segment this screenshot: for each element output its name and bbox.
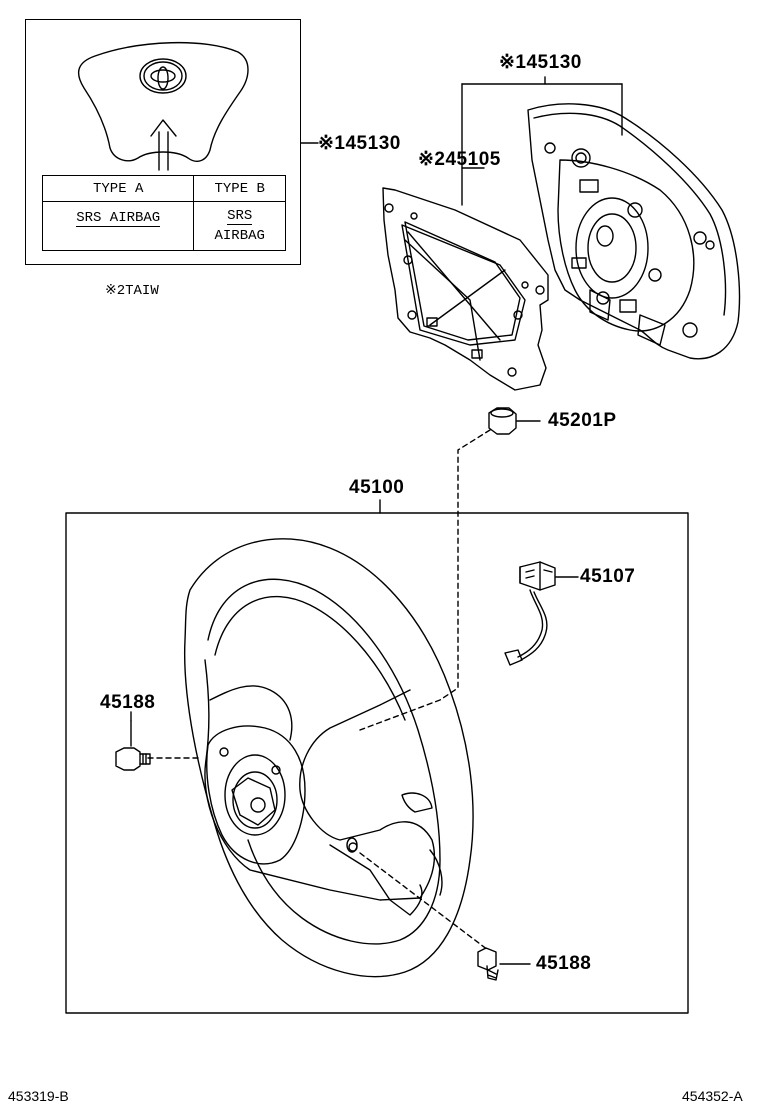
bolt-left-icon (115, 720, 151, 771)
type-a-header: TYPE A (41, 175, 195, 202)
type-a-cell: SRS AIRBAG (41, 201, 195, 251)
airbag-pad-rear-icon (527, 103, 741, 360)
connector-wire-icon (504, 561, 579, 666)
bolt-right-icon (477, 947, 531, 981)
label-wheel: 45100 (349, 477, 405, 498)
dashed-bolt-right (359, 852, 489, 951)
inset-airbag-pad-icon (77, 41, 249, 171)
steering-wheel-icon (183, 538, 474, 978)
dashed-centerline (359, 429, 491, 731)
label-connector: 45107 (580, 566, 636, 587)
footer-code-right: 454352-A (682, 1088, 743, 1104)
label-plate: ※245105 (418, 149, 501, 170)
label-nut: 45201P (548, 410, 617, 431)
inset-frame (25, 19, 301, 265)
nut-icon (488, 407, 541, 435)
type-b-value-line1: SRS (227, 208, 253, 225)
airbag-back-plate-icon (382, 187, 549, 391)
wheel-frame (65, 512, 689, 1014)
type-a-value: SRS AIRBAG (76, 210, 161, 227)
label-pad-top: ※145130 (499, 52, 582, 73)
type-b-cell: SRS AIRBAG (193, 201, 286, 251)
type-b-header: TYPE B (193, 175, 286, 202)
label-bolt-right: 45188 (536, 953, 592, 974)
footer-code-left: 453319-B (8, 1088, 69, 1104)
label-pad-inset: ※145130 (318, 133, 401, 154)
type-b-value-line2: AIRBAG (214, 228, 265, 244)
inset-note: ※2TAIW (105, 283, 159, 299)
airbag-type-table: TYPE A TYPE B SRS AIRBAG SRS AIRBAG (41, 175, 286, 251)
leader-pad-bracket (461, 76, 623, 206)
label-bolt-left: 45188 (100, 692, 156, 713)
